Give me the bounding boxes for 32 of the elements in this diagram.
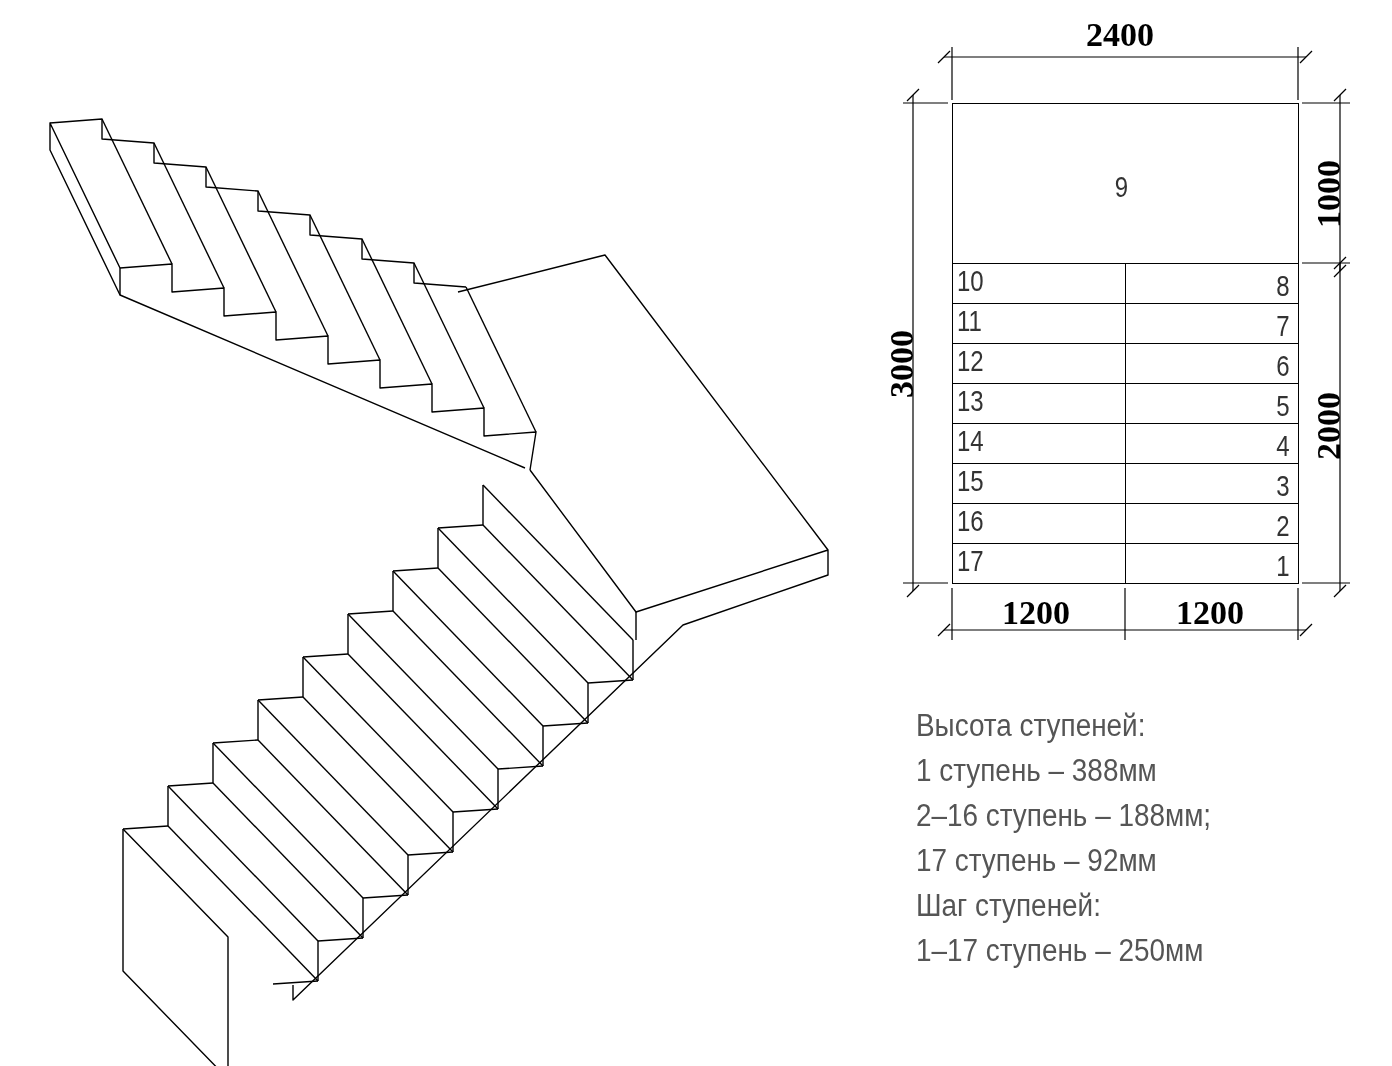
dimension-label: 2000 (1312, 392, 1346, 460)
note-text: 1–17 ступень – 250мм (916, 935, 1204, 966)
step-number: 4 (1276, 431, 1290, 461)
note-text: Шаг ступеней: (916, 890, 1101, 921)
step-number: 3 (1276, 471, 1290, 501)
step-number: 13 (957, 386, 984, 416)
step-number: 11 (957, 306, 982, 336)
step-area (952, 543, 1126, 584)
note-text: Высота ступеней: (916, 710, 1146, 741)
step-number: 14 (957, 426, 984, 456)
step-number: 6 (1276, 351, 1290, 381)
note-text: 1 ступень – 388мм (916, 755, 1157, 786)
step-number: 12 (957, 346, 984, 376)
step-number: 7 (1276, 311, 1290, 341)
step-area (1125, 543, 1299, 584)
step-number: 8 (1276, 271, 1290, 301)
dimension-label: 1000 (1312, 160, 1346, 228)
note-text: 2–16 ступень – 188мм; (916, 800, 1212, 831)
step-number: 9 (1114, 172, 1128, 202)
dimension-label: 2400 (1086, 18, 1154, 52)
step-number: 16 (957, 506, 984, 536)
step-number: 17 (957, 546, 984, 576)
step-number: 2 (1276, 511, 1290, 541)
dimension-label: 1200 (1002, 596, 1070, 630)
dimension-label: 1200 (1176, 596, 1244, 630)
step-number: 10 (957, 266, 984, 296)
note-text: 17 ступень – 92мм (916, 845, 1157, 876)
landing-area (952, 103, 1299, 264)
step-number: 1 (1276, 551, 1290, 581)
dimension-label: 3000 (885, 330, 919, 398)
step-number: 5 (1276, 391, 1290, 421)
step-number: 15 (957, 466, 984, 496)
